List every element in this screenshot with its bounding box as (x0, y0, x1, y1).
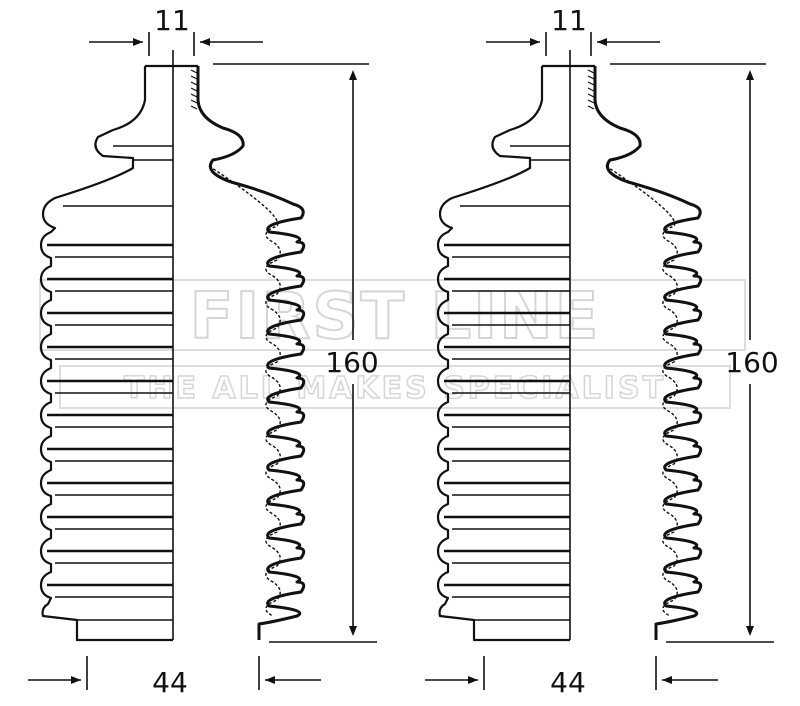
dim-arrowhead (530, 38, 540, 46)
dim-arrowhead (597, 38, 607, 46)
top-width-label-left: 11 (154, 4, 190, 37)
collar-hatch (587, 93, 595, 98)
boot-drawing-right (425, 32, 774, 690)
boot-drawing-left (28, 32, 377, 690)
height-label-left: 160 (325, 346, 378, 379)
collar-hatch (587, 105, 595, 110)
dim-arrowhead (349, 70, 357, 80)
collar-hatch (587, 99, 595, 104)
boot-outline-right-half (593, 66, 703, 640)
dim-arrowhead (133, 38, 143, 46)
collar-hatch (190, 75, 198, 80)
collar-hatch (587, 87, 595, 92)
boot-outline-right-half (196, 66, 306, 640)
boot-wall-hatch (208, 165, 281, 617)
watermark: FIRST LINE THE ALL MAKES SPECIALIST (39, 279, 746, 409)
dim-arrowhead (746, 70, 754, 80)
dim-arrowhead (349, 626, 357, 636)
collar-hatch (587, 81, 595, 86)
collar-hatch (587, 69, 595, 74)
dim-arrowhead (71, 676, 81, 684)
watermark-tagline: THE ALL MAKES SPECIALIST (124, 371, 666, 406)
watermark-tagline-frame (59, 365, 731, 409)
height-label-right: 160 (725, 346, 778, 379)
boot-outline-left-half (436, 66, 570, 642)
collar-hatch (190, 87, 198, 92)
collar-hatch (190, 99, 198, 104)
dim-arrowhead (468, 676, 478, 684)
collar-hatch (190, 69, 198, 74)
collar-hatch (190, 81, 198, 86)
dim-arrowhead (662, 676, 672, 684)
collar-hatch (190, 105, 198, 110)
bottom-width-label-right: 44 (550, 666, 586, 699)
dim-arrowhead (200, 38, 210, 46)
dim-arrowhead (746, 626, 754, 636)
collar-hatch (587, 75, 595, 80)
dim-arrowhead (265, 676, 275, 684)
collar-hatch (190, 93, 198, 98)
boot-outline-left-half (39, 66, 173, 642)
top-width-label-right: 11 (551, 4, 587, 37)
boot-wall-hatch (605, 165, 678, 617)
bottom-width-label-left: 44 (152, 666, 188, 699)
